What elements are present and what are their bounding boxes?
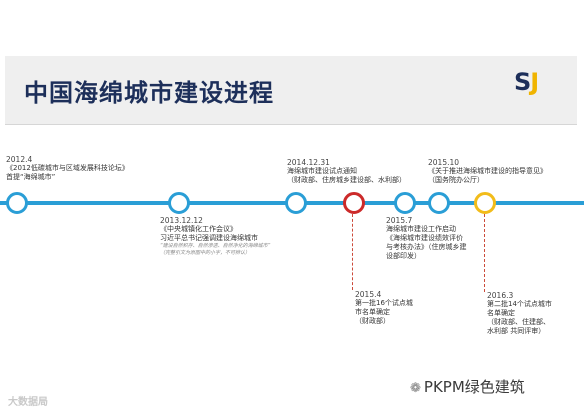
event-text: 《关于推进海绵城市建设的指导意见》 bbox=[428, 167, 547, 175]
watermark-right: ❁PKPM绿色建筑 bbox=[410, 376, 525, 397]
event-date: 2014.12.31 bbox=[287, 158, 330, 167]
event-text: 水利部 共同评审） bbox=[487, 327, 546, 335]
event: 2015.10 《关于推进海绵城市建设的指导意见》 （国务院办公厅） bbox=[428, 158, 547, 185]
event-date: 2015.7 bbox=[386, 216, 413, 225]
event-text: 设部印发） bbox=[386, 252, 421, 260]
event: 2016.3 第二批14个试点城市 名单确定 （财政部、住建部、 水利部 共同评… bbox=[487, 291, 552, 336]
event-text: 第一批16个试点城 bbox=[355, 299, 413, 307]
event-text: （财政部、住房城乡建设部、水利部） bbox=[287, 176, 406, 184]
timeline-node bbox=[168, 192, 190, 214]
wechat-icon: ❁ bbox=[410, 381, 421, 396]
event: 2015.7 海绵城市建设工作启动 《海绵城市建设绩效评价 与考核办法》（住房城… bbox=[386, 216, 467, 261]
event-text: （国务院办公厅） bbox=[428, 176, 484, 184]
event-date: 2012.4 bbox=[6, 155, 33, 164]
event: 2015.4 第一批16个试点城 市名单确定 （财政部） bbox=[355, 290, 413, 326]
event: 2013.12.12 《中央城镇化工作会议》 习近平总书记强调建设海绵城市 “建… bbox=[160, 216, 270, 257]
page-title: 中国海绵城市建设进程 bbox=[24, 79, 274, 107]
event-text: 首提“海绵城市” bbox=[6, 173, 56, 181]
event-text: 《2012低碳城市与区域发展科技论坛》 bbox=[6, 164, 129, 172]
watermark-right-text: PKPM绿色建筑 bbox=[423, 378, 525, 396]
connector-line bbox=[352, 214, 353, 290]
event-text: 第二批14个试点城市 bbox=[487, 300, 552, 308]
event-text: 海绵城市建设试点通知 bbox=[287, 167, 357, 175]
timeline-node bbox=[428, 192, 450, 214]
event-text: 名单确定 bbox=[487, 309, 515, 317]
timeline-node bbox=[285, 192, 307, 214]
event-text: 《海绵城市建设绩效评价 bbox=[386, 234, 463, 242]
timeline-node-highlight bbox=[343, 192, 365, 214]
event-text: 市名单确定 bbox=[355, 308, 390, 316]
title-band bbox=[5, 56, 577, 124]
logo: SJ bbox=[514, 68, 539, 96]
event-date: 2015.10 bbox=[428, 158, 460, 167]
event-text: 习近平总书记强调建设海绵城市 bbox=[160, 234, 258, 242]
event-date: 2015.4 bbox=[355, 290, 382, 299]
connector-line bbox=[484, 214, 485, 292]
event-text: 海绵城市建设工作启动 bbox=[386, 225, 456, 233]
timeline-node bbox=[6, 192, 28, 214]
event-date: 2013.12.12 bbox=[160, 216, 203, 225]
event: 2012.4 《2012低碳城市与区域发展科技论坛》 首提“海绵城市” bbox=[6, 155, 129, 182]
watermark-left: 大数据局 bbox=[8, 397, 48, 408]
timeline-node bbox=[394, 192, 416, 214]
event-text: （财政部） bbox=[355, 317, 390, 325]
logo-letter-j: J bbox=[530, 68, 539, 96]
event-date: 2016.3 bbox=[487, 291, 514, 300]
event-text: 与考核办法》（住房城乡建 bbox=[386, 243, 467, 251]
timeline-node-highlight bbox=[474, 192, 496, 214]
event-text: 《中央城镇化工作会议》 bbox=[160, 225, 237, 233]
divider bbox=[5, 124, 577, 125]
event-note: “建设自然积存、自然渗透、自然净化的海绵城市” bbox=[160, 243, 271, 249]
event: 2014.12.31 海绵城市建设试点通知 （财政部、住房城乡建设部、水利部） bbox=[287, 158, 406, 185]
logo-letter-s: S bbox=[514, 68, 531, 96]
event-text: （财政部、住建部、 bbox=[487, 318, 550, 326]
event-note: （完整引文为原图中的小字，不可辨认） bbox=[160, 250, 251, 256]
